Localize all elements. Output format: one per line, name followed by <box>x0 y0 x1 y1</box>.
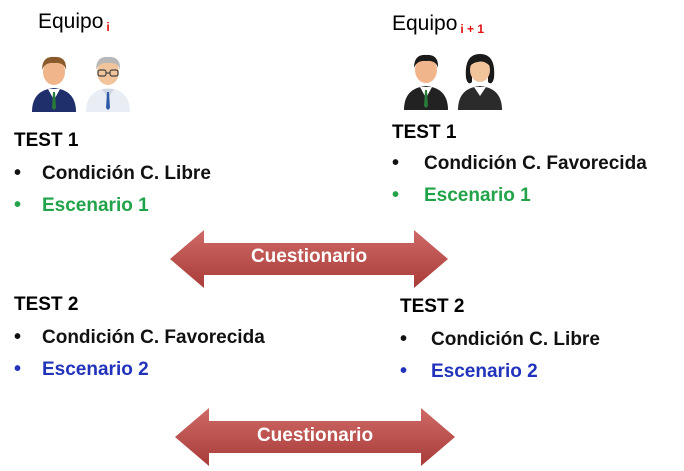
left-test1-scenario: • Escenario 1 <box>14 194 149 217</box>
left-test2-scenario: • Escenario 2 <box>14 358 149 381</box>
right-test2-condition: • Condición C. Libre <box>400 328 600 351</box>
right-test2-condition-text: Condición C. Libre <box>431 328 600 350</box>
man-avatar-icon <box>32 56 130 112</box>
right-team-name: Equipo <box>392 12 458 35</box>
left-test2-title: TEST 2 <box>14 294 79 315</box>
bullet-icon: • <box>392 184 400 206</box>
left-test2-condition-text: Condición C. Favorecida <box>42 326 265 348</box>
right-test1-condition: • Condición C. Favorecida <box>392 152 647 175</box>
left-test1-condition: • Condición C. Libre <box>14 162 211 185</box>
left-test1-scenario-text: Escenario 1 <box>42 194 149 216</box>
left-test2-scenario-text: Escenario 2 <box>42 358 149 380</box>
bullet-icon: • <box>400 360 408 382</box>
right-test1-scenario-text: Escenario 1 <box>424 184 531 206</box>
left-team-name: Equipo <box>38 10 104 33</box>
left-test1-title: TEST 1 <box>14 130 79 151</box>
double-arrow-icon <box>175 408 455 466</box>
right-test2-scenario-text: Escenario 2 <box>431 360 538 382</box>
left-test1-condition-text: Condición C. Libre <box>42 162 211 184</box>
right-test2-title: TEST 2 <box>400 296 465 317</box>
double-arrow-2: Cuestionario <box>175 408 455 466</box>
business-people-icon <box>404 54 502 110</box>
left-test2-condition: • Condición C. Favorecida <box>14 326 265 349</box>
right-test1-scenario: • Escenario 1 <box>392 184 531 207</box>
arrow-2-label: Cuestionario <box>256 425 374 446</box>
right-test1-condition-text: Condición C. Favorecida <box>424 152 647 174</box>
double-arrow-icon <box>170 230 448 288</box>
right-test1-title: TEST 1 <box>392 122 457 143</box>
right-team-avatars <box>400 48 510 112</box>
left-team-subscript: i <box>106 20 110 34</box>
bullet-icon: • <box>14 194 22 216</box>
bullet-icon: • <box>14 162 22 184</box>
right-team-subscript: i + 1 <box>460 22 485 36</box>
left-team-avatars <box>28 50 138 114</box>
bullet-icon: • <box>14 358 22 380</box>
bullet-icon: • <box>14 326 22 348</box>
right-test2-scenario: • Escenario 2 <box>400 360 538 383</box>
arrow-1-label: Cuestionario <box>250 246 368 267</box>
double-arrow-1: Cuestionario <box>170 230 448 288</box>
bullet-icon: • <box>392 152 400 174</box>
bullet-icon: • <box>400 328 408 350</box>
